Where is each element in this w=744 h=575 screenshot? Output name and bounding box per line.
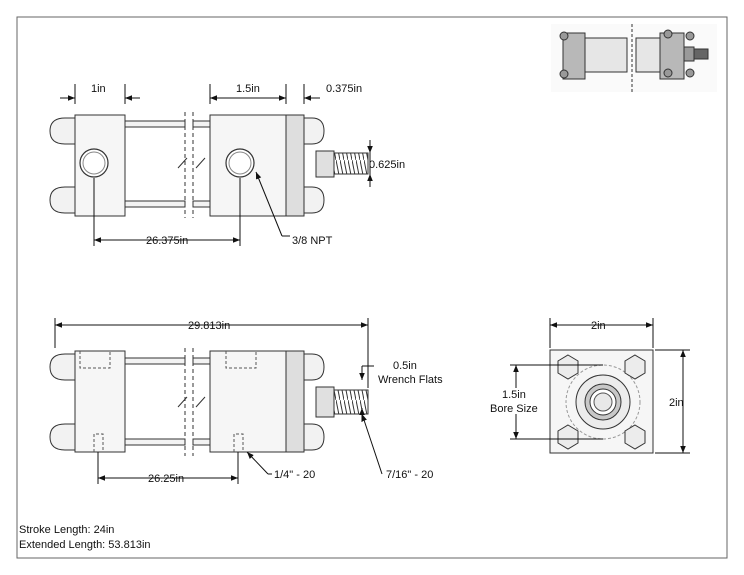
- rod-thread-label: 7/16" - 20: [386, 469, 433, 481]
- thumbnail-view: [551, 24, 717, 92]
- side-view-dimensions: 29.813in 0.5in Wrench Flats 26.25in 1/4"…: [54, 318, 443, 485]
- port-spacing-label: 26.375in: [146, 235, 188, 247]
- top-view: [49, 112, 369, 218]
- extended-length-text: Extended Length: 53.813in: [19, 539, 151, 551]
- sheet-border: [16, 16, 728, 559]
- gland-width-label: 0.375in: [326, 83, 362, 95]
- rod-diameter-label: 0.625in: [369, 159, 405, 171]
- end-width-label: 2in: [591, 320, 606, 332]
- top-view-dimensions: 1in 1.5in 0.375in 0.625in 26.375in 3/8 N…: [60, 83, 405, 247]
- end-view: [549, 349, 654, 454]
- end-height-label: 2in: [669, 397, 684, 409]
- wrench-flats-size-label: 0.5in: [393, 360, 417, 372]
- port-thread-label: 3/8 NPT: [292, 235, 333, 247]
- overall-length-label: 29.813in: [188, 320, 230, 332]
- bore-size-value-label: 1.5in: [502, 389, 526, 401]
- mount-thread-label: 1/4" - 20: [274, 469, 315, 481]
- side-view: [49, 348, 369, 456]
- bore-size-text-label: Bore Size: [490, 403, 538, 415]
- mount-spacing-label: 26.25in: [148, 473, 184, 485]
- end-cap-width-label: 1in: [91, 83, 106, 95]
- head-width-label: 1.5in: [236, 83, 260, 95]
- wrench-flats-text-label: Wrench Flats: [378, 374, 443, 386]
- end-view-dimensions: 2in 2in 1.5in Bore Size: [490, 318, 690, 454]
- stroke-length-text: Stroke Length: 24in: [19, 524, 115, 536]
